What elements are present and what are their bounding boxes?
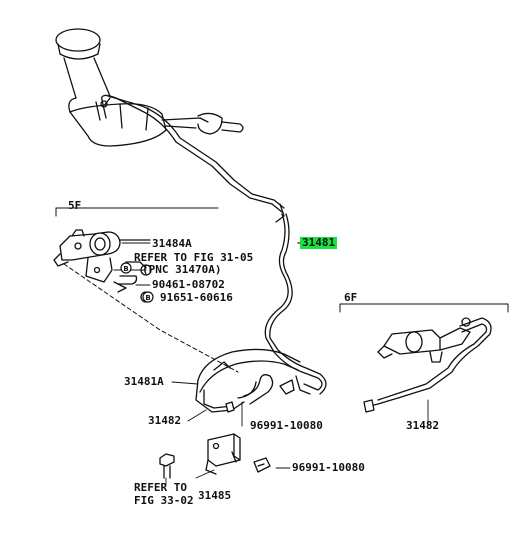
clip-96991-upper <box>279 379 295 395</box>
marker-b-1: B <box>123 265 128 273</box>
section-label-5f: 5F <box>68 199 82 212</box>
flexible-hose-31481A <box>195 348 301 413</box>
callout-96991-10080-upper[interactable]: 96991-10080 <box>250 419 323 432</box>
clutch-master-cylinder <box>53 229 151 283</box>
pipe-31481 <box>264 213 327 395</box>
bracket-31485 <box>205 433 241 475</box>
callout-91651-60616[interactable]: 91651-60616 <box>160 291 233 304</box>
callout-31482-right[interactable]: 31482 <box>406 419 440 432</box>
section-label-6f: 6F <box>344 291 358 304</box>
leader-lines <box>113 242 429 485</box>
clutch-reservoir <box>55 28 167 147</box>
pipe-31482-right <box>363 317 492 413</box>
callout-fig-33-02[interactable]: FIG 33-02 <box>134 494 194 507</box>
callout-refer-fig-31-05[interactable]: REFER TO FIG 31-05 <box>134 251 254 264</box>
clutch-master-cylinder-6f <box>377 317 471 363</box>
reservoir-bracket <box>161 112 244 135</box>
callout-90461-08702[interactable]: 90461-08702 <box>152 278 225 291</box>
callout-96991-10080-lower[interactable]: 96991-10080 <box>292 461 365 474</box>
callout-refer-to[interactable]: REFER TO <box>134 481 187 494</box>
callout-31482-left[interactable]: 31482 <box>148 414 182 427</box>
section-6f-bracket <box>339 303 509 313</box>
reservoir-hose <box>101 94 285 223</box>
callout-31481[interactable]: 31481 <box>300 236 338 249</box>
mounting-bolt <box>159 453 175 479</box>
callout-31481A[interactable]: 31481A <box>124 375 164 388</box>
reference-dashed-line <box>63 263 239 373</box>
marker-b-2: B <box>145 294 150 302</box>
section-5f-bracket <box>55 207 219 217</box>
callout-31485[interactable]: 31485 <box>198 489 232 502</box>
callout-pnc-31470A: (PNC 31470A) <box>142 263 222 276</box>
clip-96991-lower <box>253 457 271 473</box>
marker-circles <box>120 262 154 303</box>
callout-31484A[interactable]: 31484A <box>152 237 192 250</box>
